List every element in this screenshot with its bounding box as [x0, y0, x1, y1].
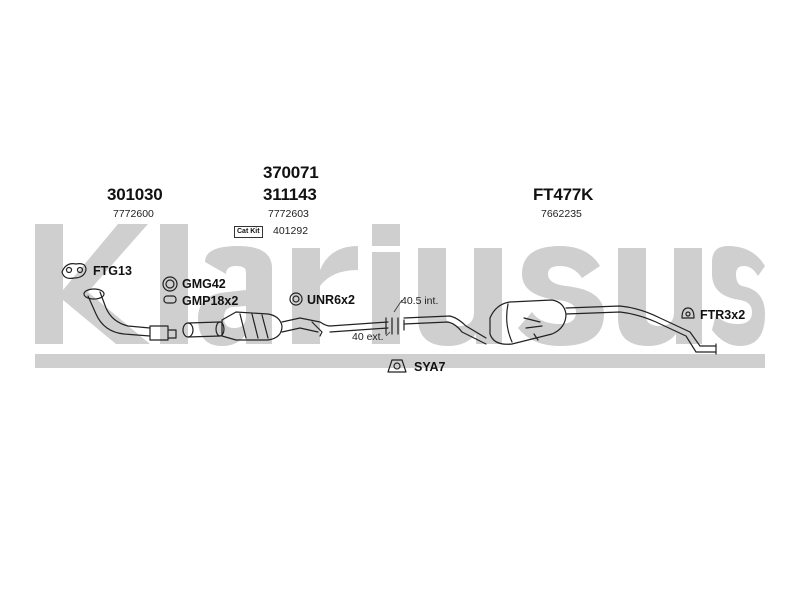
dimension-internal: 40.5 int.: [401, 295, 439, 307]
rear-silencer-ref: 7662235: [541, 208, 582, 220]
gasket-ftg13-drawing: [61, 263, 87, 279]
fitting-gmp-label: GMP18x2: [182, 294, 239, 308]
fitting-gmg-label: GMG42: [182, 277, 226, 291]
fitting-sya-label: SYA7: [414, 360, 446, 374]
fitting-ftr-label: FTR3x2: [700, 308, 746, 322]
center-pipe-drawing: [329, 317, 405, 335]
intermediate-pipe-drawing: [403, 315, 487, 345]
catalyst-code-top: 370071: [263, 163, 319, 182]
rear-silencer-code: FT477K: [533, 185, 594, 204]
gasket-gmp18-drawing: [163, 295, 177, 304]
front-pipe-code: 301030: [107, 185, 163, 204]
catalyst-code: 311143: [263, 185, 317, 204]
mount-sya7-drawing: [387, 359, 407, 373]
rear-silencer-drawing: [489, 299, 567, 345]
ring-gmg42-drawing: [162, 276, 178, 292]
catkit-badge: Cat Kit: [234, 226, 263, 238]
hanger-ftr3-drawing: [681, 307, 695, 319]
catalyst-drawing: [221, 311, 331, 341]
catkit-ref: 401292: [273, 225, 309, 237]
catalyst-ref: 7772603: [268, 208, 309, 220]
fitting-ftg-label: FTG13: [93, 264, 132, 278]
fitting-unr-label: UNR6x2: [307, 293, 355, 307]
front-pipe-drawing: [83, 288, 177, 341]
ring-unr6-drawing: [289, 292, 303, 306]
dimension-external: 40 ext.: [352, 331, 384, 343]
front-pipe-ref: 7772600: [113, 208, 154, 220]
joint-drawing: [182, 321, 225, 338]
tail-pipe-drawing: [565, 305, 717, 355]
